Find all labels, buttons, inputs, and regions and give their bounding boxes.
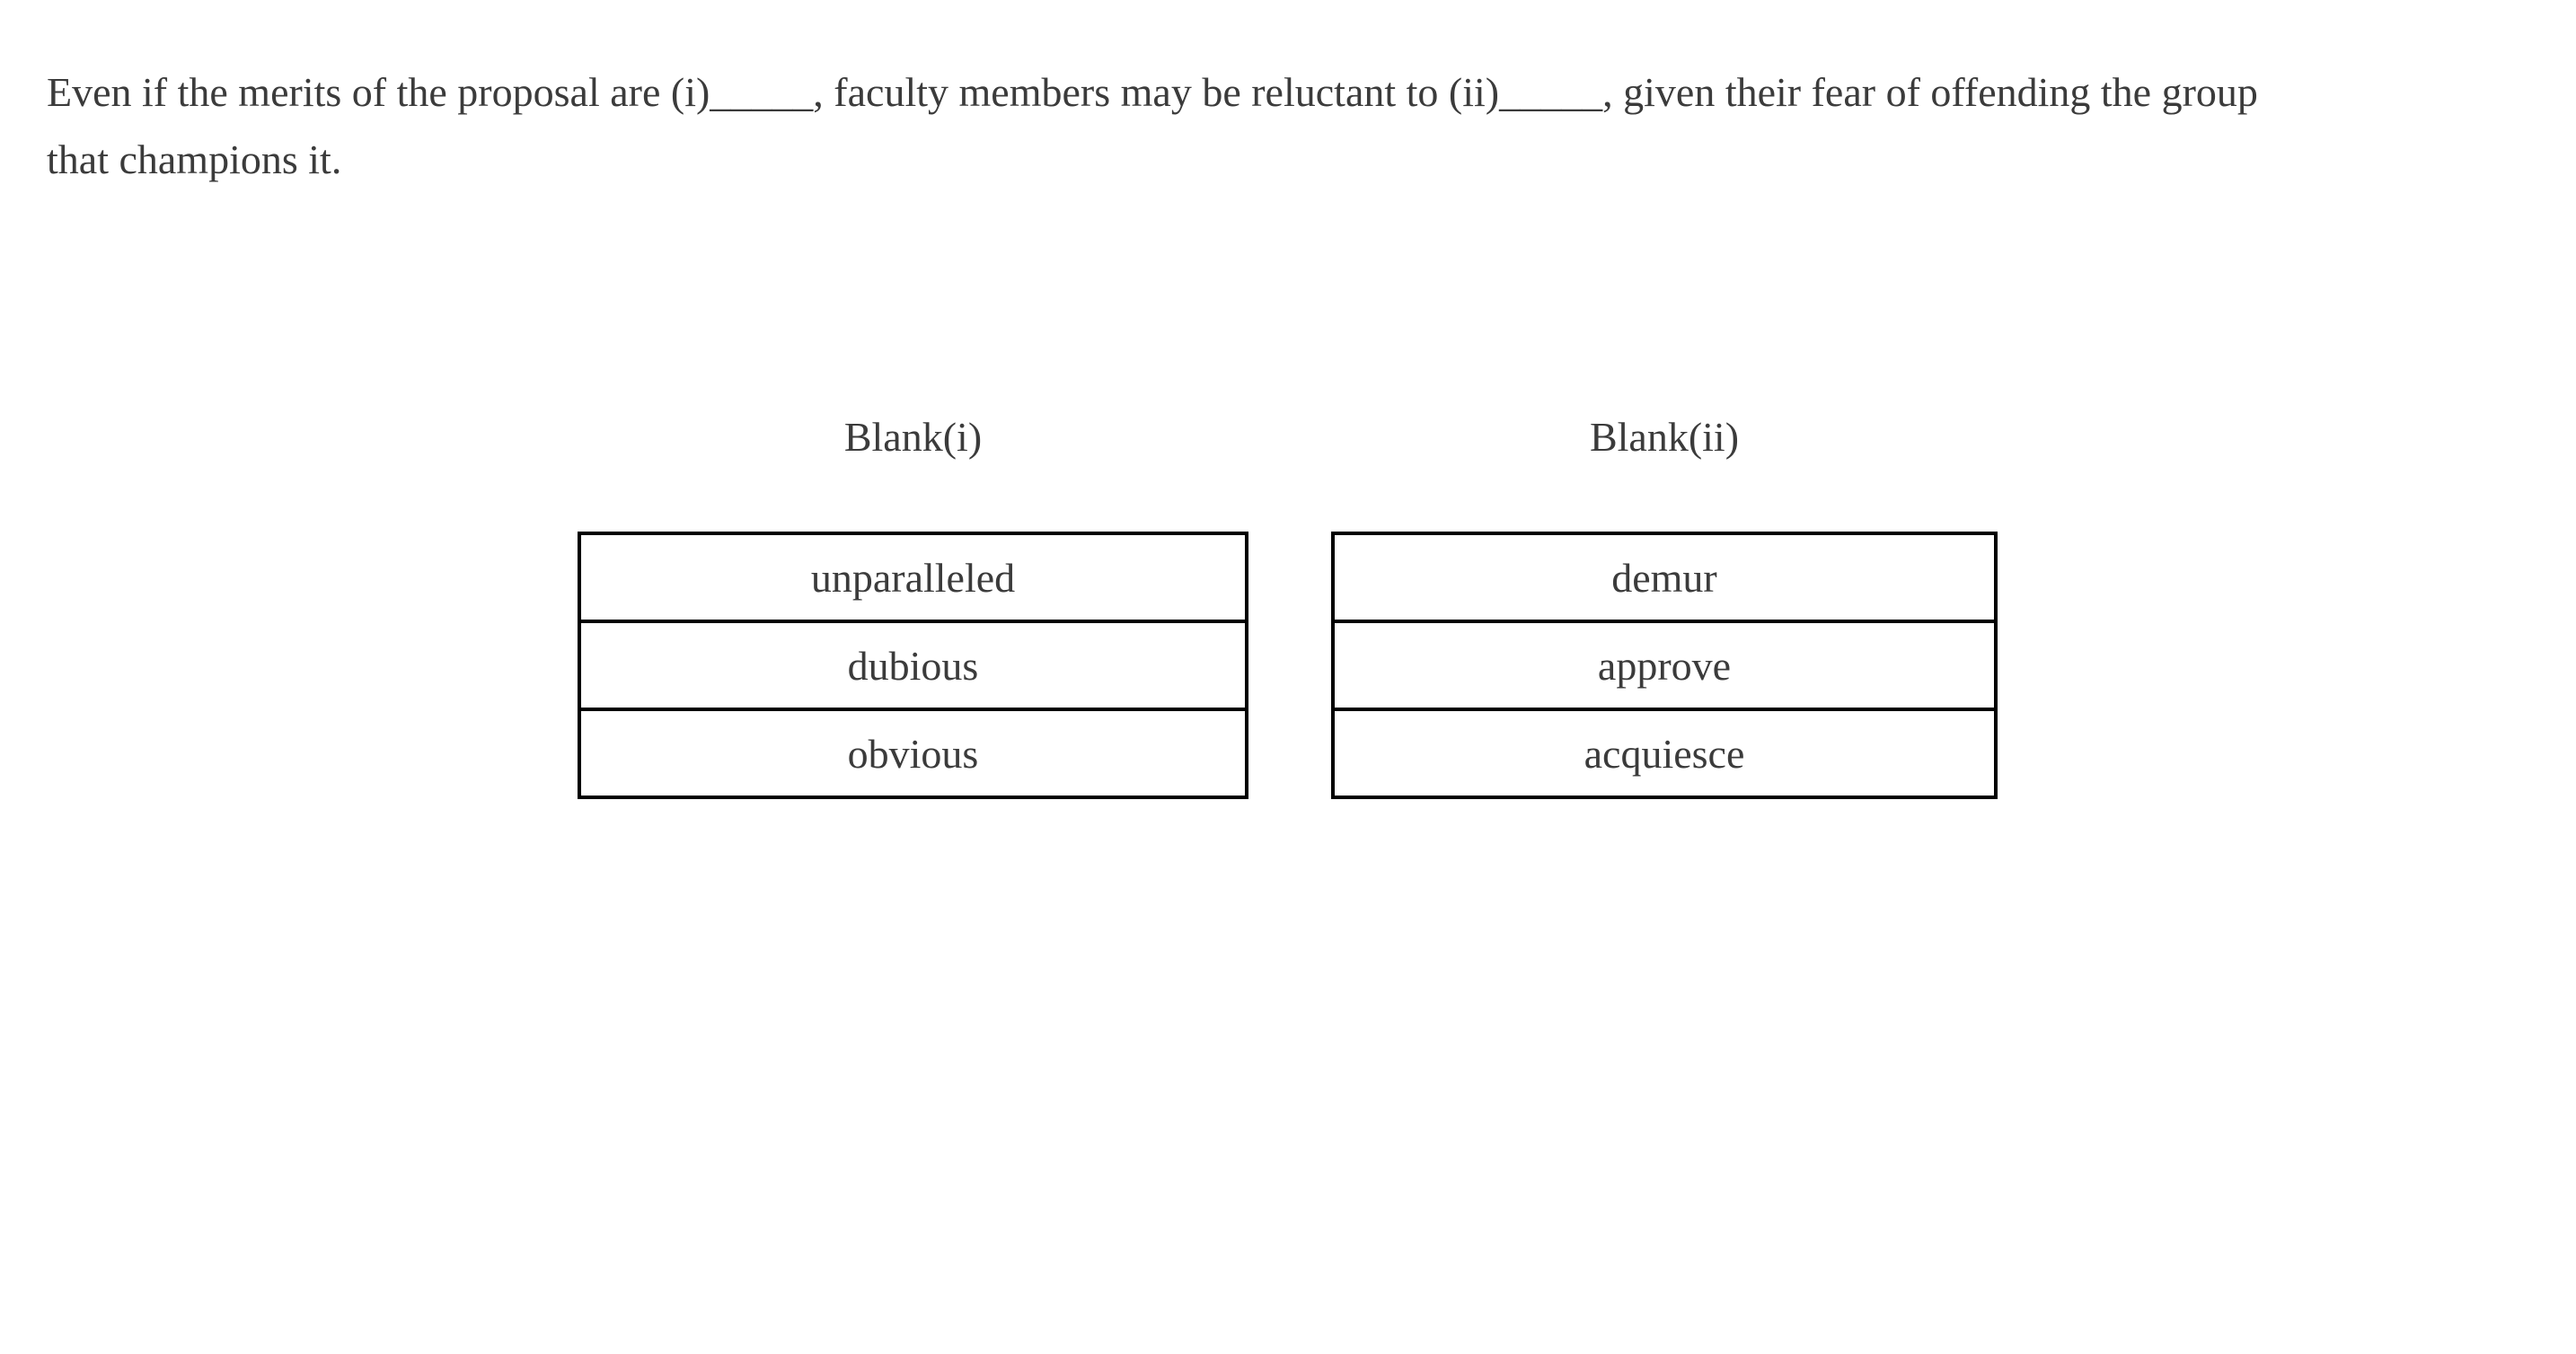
blank-i-options-table: unparalleled dubious obvious xyxy=(578,532,1248,799)
option-cell-approve[interactable]: approve xyxy=(1335,620,1994,708)
question-line-2: that champions it. xyxy=(47,136,342,182)
question-text: Even if the merits of the proposal are (… xyxy=(47,58,2258,193)
question-line-1: Even if the merits of the proposal are (… xyxy=(47,69,2258,115)
option-cell-demur[interactable]: demur xyxy=(1611,554,1717,601)
blank-i-column: Blank(i) unparalleled dubious obvious xyxy=(578,415,1248,799)
option-cell-unparalleled[interactable]: unparalleled xyxy=(810,554,1016,601)
blank-ii-label: Blank(ii) xyxy=(1589,414,1740,460)
blank-i-label: Blank(i) xyxy=(843,414,983,460)
blank-ii-column: Blank(ii) demur approve acquiesce xyxy=(1331,415,1998,799)
option-cell-obvious[interactable]: obvious xyxy=(581,708,1245,796)
option-cell-dubious[interactable]: dubious xyxy=(581,620,1245,708)
blank-ii-options-table: demur approve acquiesce xyxy=(1331,532,1998,799)
option-cell-acquiesce[interactable]: acquiesce xyxy=(1335,708,1994,796)
